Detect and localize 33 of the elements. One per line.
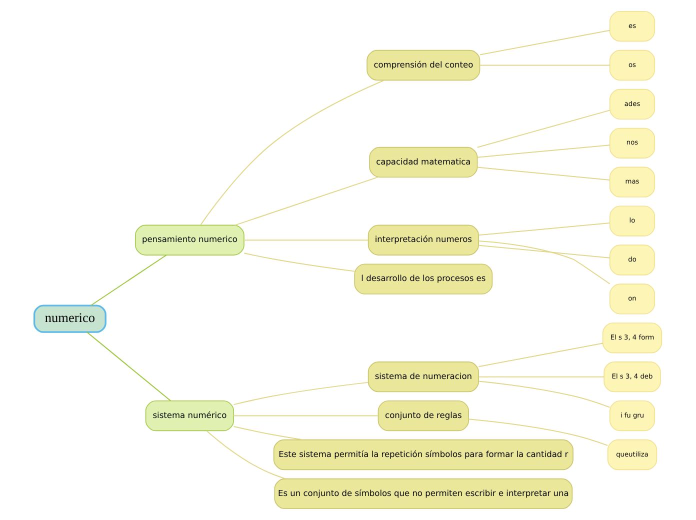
- node-box: interpretación numeros: [368, 224, 479, 256]
- node-box: capacidad matematica: [369, 146, 478, 178]
- connector: [244, 240, 369, 241]
- node-box: conjunto de reglas: [378, 400, 469, 432]
- node-box: pensamiento numerico: [135, 224, 244, 256]
- connector: [478, 380, 610, 408]
- connector: [476, 144, 610, 158]
- connector: [206, 430, 286, 480]
- node-box: l desarrollo de los procesos es: [354, 264, 493, 294]
- connector: [480, 64, 610, 66]
- connector: [90, 254, 167, 306]
- connector: [476, 110, 610, 148]
- connector: [234, 176, 378, 226]
- node-box: numerico: [33, 304, 106, 333]
- connector: [478, 376, 604, 378]
- connector: [478, 244, 610, 258]
- connector: [233, 382, 368, 406]
- connector: [233, 426, 304, 440]
- connector: [478, 240, 610, 284]
- node-box: sistema numérico: [145, 400, 234, 432]
- node-box: sistema de numeracion: [368, 362, 479, 392]
- connector: [233, 415, 379, 416]
- connector: [478, 342, 604, 368]
- node-box: comprensión del conteo: [366, 50, 480, 81]
- connector: [86, 332, 172, 402]
- connector: [478, 222, 610, 236]
- connector: [244, 252, 356, 272]
- connector: [476, 166, 610, 180]
- connector: [480, 30, 610, 56]
- connector: [200, 80, 385, 226]
- node-box: Es un conjunto de símbolos que no permiten escribir e interpretar una: [274, 478, 573, 510]
- connector: [468, 418, 608, 446]
- node-box: Este sistema permitía la repetición símbolos para formar la cantidad r: [273, 439, 574, 470]
